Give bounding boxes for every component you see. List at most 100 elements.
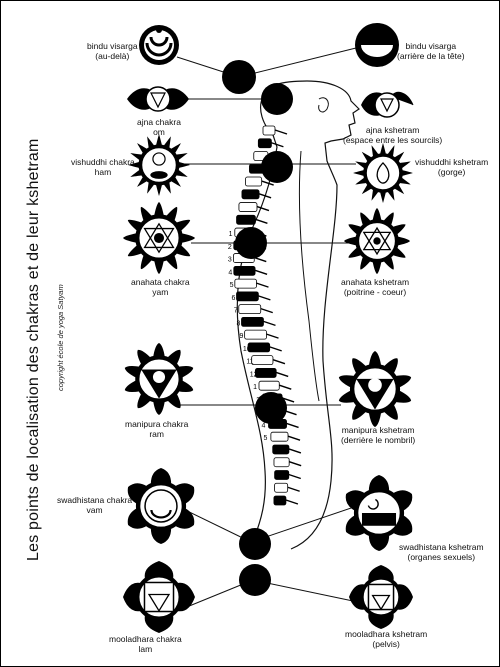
vertebra-number: 3	[228, 257, 232, 264]
vertebra	[272, 444, 290, 455]
vertebra	[244, 329, 267, 340]
label-swadhistana-kshetram: swadhistana kshetram (organes sexuels)	[399, 542, 484, 562]
anahata-symbol-right	[344, 208, 410, 274]
kshetram-name: mooladhara kshetram	[345, 629, 428, 639]
vertebra-number: 2	[228, 244, 232, 251]
vertebra	[245, 176, 263, 187]
chakra-name: ajna chakra	[137, 117, 181, 127]
vertebra	[274, 482, 289, 493]
chakra-name: anahata chakra	[131, 277, 190, 287]
kshetram-name: swadhistana kshetram	[399, 542, 484, 552]
kshetram-name: bindu visarga	[405, 41, 457, 51]
vishuddhi-symbol-left	[128, 134, 190, 196]
location-dots	[222, 60, 293, 596]
ear-shape	[318, 97, 329, 113]
vertebra-number: 1	[253, 384, 257, 391]
vertebra-number: 9	[240, 333, 244, 340]
vertebra-number: 7	[234, 308, 238, 315]
label-ajna-chakra: ajna chakra om	[137, 117, 181, 137]
chakra-name: mooladhara chakra	[109, 634, 182, 644]
anahata-symbol-left	[123, 202, 195, 274]
label-bindu-kshetram: bindu visarga (arrière de la tête)	[397, 41, 465, 61]
vertebra	[251, 355, 274, 366]
arm-outline	[298, 150, 320, 402]
swadhistana-symbol-left	[127, 468, 195, 544]
kshetram-note: (pelvis)	[372, 639, 400, 649]
vertebra	[262, 125, 276, 136]
bindu-symbol-left	[139, 25, 179, 65]
chakra-name: manipura chakra	[125, 419, 189, 429]
label-vishuddhi-kshetram: vishuddhi kshetram (gorge)	[415, 157, 488, 177]
chakra-note: lam	[138, 644, 153, 654]
vertebra-number: 8	[236, 320, 240, 327]
chakra-name: vishuddhi chakra	[71, 157, 135, 167]
vertebra-number: 5	[230, 282, 234, 289]
label-bindu-chakra: bindu visarga (au-delà)	[87, 41, 138, 61]
chakra-note: (au-delà)	[95, 51, 130, 61]
vertebra-number: 5	[263, 435, 267, 442]
vertebra	[273, 457, 290, 468]
label-ajna-kshetram: ajna kshetram (espace entre les sourcils…	[343, 125, 442, 145]
vertebra-number: 6	[231, 295, 235, 302]
vertebra	[241, 189, 260, 200]
kshetram-note: (organes sexuels)	[407, 552, 476, 562]
vertebra	[238, 304, 262, 315]
mooladhara-symbol-left	[123, 561, 195, 633]
kshetram-name: ajna kshetram	[365, 125, 420, 135]
vertebra-number: 10	[243, 346, 251, 353]
vertebra	[241, 316, 264, 327]
kshetram-name: manipura kshetram	[341, 425, 415, 435]
label-swadhistana-chakra: swadhistana chakra vam	[57, 495, 132, 515]
kshetram-name: vishuddhi kshetram	[415, 157, 489, 167]
vertebra	[257, 138, 272, 149]
swadhistana-symbol-right	[345, 475, 413, 551]
kshetram-note: (poitrine - coeur)	[343, 287, 407, 297]
label-mooladhara-kshetram: mooladhara kshetram (pelvis)	[345, 629, 427, 649]
label-anahata-kshetram: anahata kshetram (poitrine - coeur)	[341, 277, 409, 297]
vertebra-number: 11	[246, 359, 253, 366]
label-manipura-chakra: manipura chakra ram	[125, 419, 188, 439]
manipura-symbol-right	[338, 351, 412, 427]
vertebra	[236, 291, 259, 302]
label-mooladhara-chakra: mooladhara chakra lam	[109, 634, 182, 654]
chakra-note: ram	[149, 429, 164, 439]
vertebra-number: 1	[229, 231, 233, 238]
copyright-text: copyright école de yoga Satyam	[56, 284, 65, 391]
vertebra	[270, 431, 289, 442]
vertebra	[233, 265, 256, 276]
chakra-note: om	[153, 127, 165, 137]
kshetram-note: (gorge)	[437, 167, 466, 177]
kshetram-name: anahata kshetram	[341, 277, 410, 287]
chakra-note: ham	[94, 167, 112, 177]
kshetram-note: (derrière le nombril)	[341, 435, 416, 445]
chakra-note: vam	[86, 505, 103, 515]
vertebra	[238, 202, 258, 212]
manipura-symbol-left	[124, 343, 194, 415]
label-manipura-kshetram: manipura kshetram (derrière le nombril)	[341, 425, 415, 445]
vertebra	[247, 342, 271, 353]
mooladhara-symbol-right	[349, 565, 413, 629]
vertebra-number: 12	[250, 371, 258, 378]
vertebra	[236, 214, 256, 225]
vertebra	[234, 278, 257, 289]
ajna-symbol-left	[127, 86, 189, 112]
chakra-note: yam	[152, 287, 169, 297]
vertebra	[273, 495, 287, 506]
vertebra	[274, 470, 290, 480]
vishuddhi-symbol-right	[353, 143, 413, 203]
vertebra	[258, 380, 280, 391]
vertebra	[254, 368, 277, 378]
label-anahata-chakra: anahata chakra yam	[131, 277, 190, 297]
chakra-name: bindu visarga	[87, 41, 138, 51]
vertebra-number: 4	[228, 269, 232, 276]
ajna-symbol-right	[361, 91, 414, 118]
kshetram-note: (arrière de la tête)	[397, 51, 465, 61]
kshetram-note: (espace entre les sourcils)	[343, 135, 443, 145]
bindu-symbol-right	[355, 23, 399, 67]
chakra-name: swadhistana chakra	[57, 495, 133, 505]
vertebra-number: 4	[262, 422, 266, 429]
label-vishuddhi-chakra: vishuddhi chakra ham	[71, 157, 135, 177]
spine: 12345678910111212345	[228, 125, 302, 506]
